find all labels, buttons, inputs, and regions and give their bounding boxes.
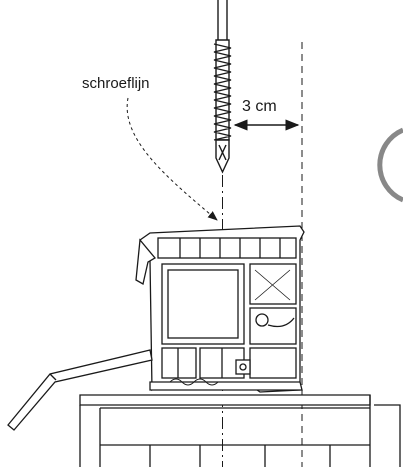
screw-line-label: schroeflijn bbox=[82, 75, 150, 92]
screw-line-leader bbox=[126, 97, 218, 221]
screw-icon bbox=[213, 0, 232, 174]
window-frame-profile-icon bbox=[7, 225, 305, 431]
distance-label: 3 cm bbox=[242, 98, 277, 115]
base-block bbox=[79, 394, 401, 467]
circle-fragment bbox=[377, 127, 403, 203]
